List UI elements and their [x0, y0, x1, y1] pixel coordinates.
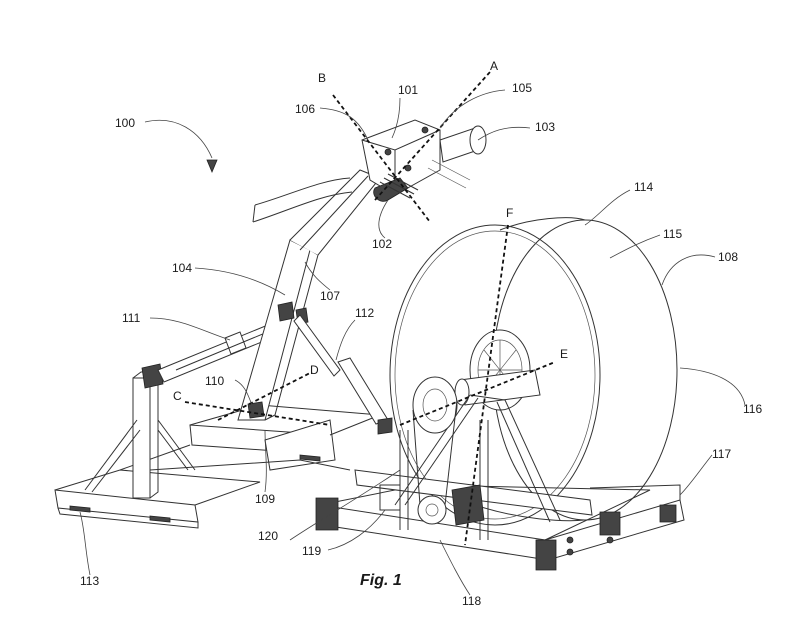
label-101: 101: [398, 83, 418, 97]
axis-label-a: A: [490, 59, 498, 73]
label-103: 103: [535, 120, 555, 134]
axis-label-c: C: [173, 389, 182, 403]
right-base-frame: [316, 395, 684, 570]
label-108: 108: [718, 250, 738, 264]
label-114: 114: [634, 180, 653, 194]
head-assembly-101: [362, 120, 486, 201]
label-102: 102: [372, 237, 392, 251]
arrow-head-100: [207, 160, 217, 172]
label-115: 115: [663, 227, 682, 241]
label-106: 106: [295, 102, 315, 116]
axis-label-f: F: [506, 206, 513, 220]
label-112: 112: [355, 306, 374, 320]
axis-label-d: D: [310, 363, 319, 377]
label-117: 117: [712, 447, 731, 461]
label-119: 119: [302, 544, 321, 558]
label-104: 104: [172, 261, 192, 275]
label-109: 109: [255, 492, 275, 506]
label-105: 105: [512, 81, 532, 95]
label-113: 113: [80, 574, 99, 588]
label-110: 110: [205, 374, 224, 388]
axis-label-e: E: [560, 347, 568, 361]
label-100: 100: [115, 116, 135, 130]
axis-label-b: B: [318, 71, 326, 85]
figure-title: Fig. 1: [360, 572, 402, 589]
label-116: 116: [743, 402, 762, 416]
label-120: 120: [258, 529, 278, 543]
label-118: 118: [462, 594, 481, 608]
label-111: 111: [122, 311, 141, 325]
label-107: 107: [320, 289, 340, 303]
